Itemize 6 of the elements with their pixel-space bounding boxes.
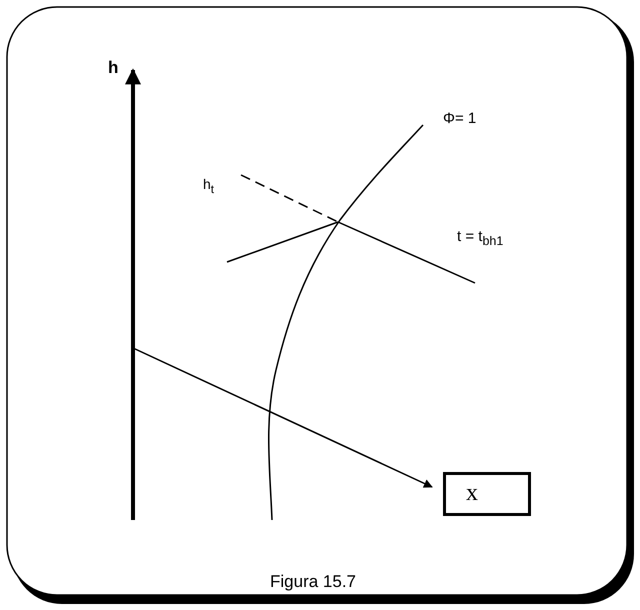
curve-label: Φ= 1 [443,110,476,127]
axis-label-box: x [443,472,531,516]
line-label: h$_{t}$ [203,176,214,196]
axis-label: h [108,58,118,78]
figure-caption: Figura 15.7 [270,572,356,592]
line-label: t = t$_{bh1}$ [457,228,504,248]
